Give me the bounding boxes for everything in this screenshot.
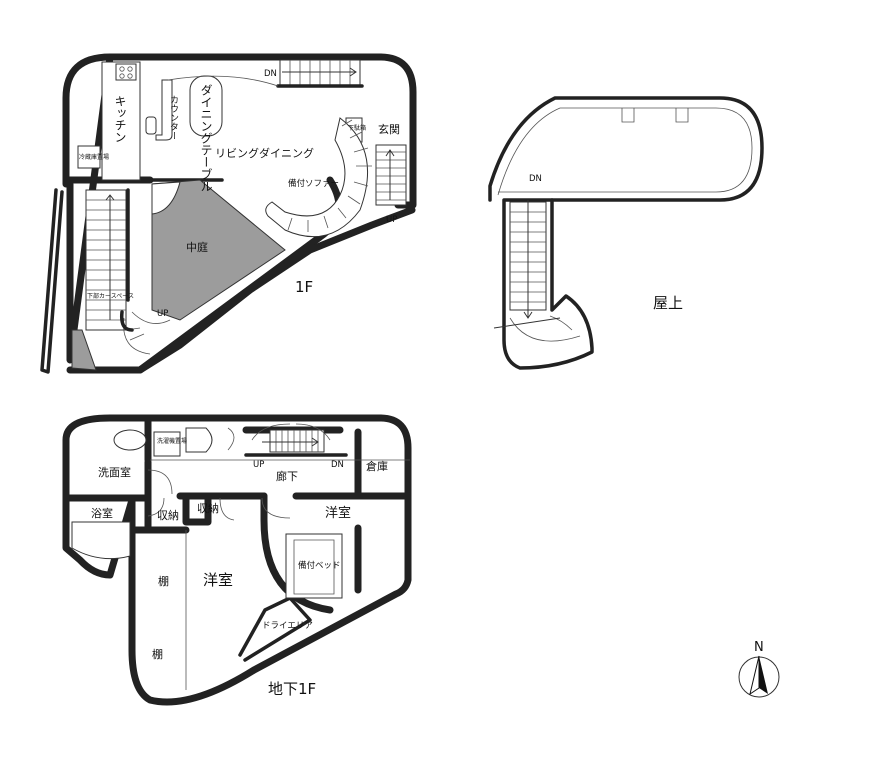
washer-label: 洗濯機置場 bbox=[157, 437, 187, 445]
washroom-label: 洗面室 bbox=[98, 465, 131, 479]
courtyard-stair bbox=[123, 311, 171, 355]
rooftop-outer-wall bbox=[488, 96, 764, 202]
entrance-stair bbox=[375, 144, 407, 206]
courtyard bbox=[151, 179, 286, 321]
rooftop-label: 屋上 bbox=[653, 294, 683, 312]
basement-outer-wall bbox=[62, 414, 412, 706]
carport-edge bbox=[40, 188, 64, 374]
bed-label: 備付ベッド bbox=[298, 560, 341, 571]
basement-up-mark: UP bbox=[253, 460, 264, 470]
shelf-b-label: 棚 bbox=[152, 647, 163, 661]
first-dn-mark: DN bbox=[264, 69, 277, 79]
bathroom-label: 浴室 bbox=[91, 506, 113, 520]
courtyard-label: 中庭 bbox=[186, 240, 208, 254]
bathtub bbox=[71, 521, 131, 560]
under-carport-label: 下部カースペース bbox=[87, 292, 134, 300]
rooftop-plan: DN 屋上 bbox=[488, 96, 764, 370]
western-room-main-label: 洋室 bbox=[203, 571, 233, 589]
rooftop-dn-mark: DN bbox=[529, 174, 542, 184]
bar-counter bbox=[155, 79, 173, 141]
sofa-label: 備付ソファー bbox=[288, 178, 339, 189]
entrance-label: 玄関 bbox=[378, 122, 400, 136]
living-dining-label: リビングダイニング bbox=[215, 146, 314, 160]
shoe-box-label: 下駄箱 bbox=[348, 124, 366, 132]
fridge-label: 冷蔵庫置場 bbox=[79, 153, 109, 161]
basement-stair bbox=[269, 429, 325, 453]
storage-b-label: 収納 bbox=[197, 502, 219, 515]
shelf-a-label: 棚 bbox=[158, 574, 169, 588]
basement-floor-label: 地下1F bbox=[268, 680, 316, 698]
fridge-space bbox=[77, 145, 101, 169]
built-in-sofa bbox=[265, 117, 369, 238]
first-floor-plan: キッチン カウンター ダイニングテーブル リビングダイニング 玄関 下駄箱 冷蔵… bbox=[40, 53, 417, 374]
dining-table-label: ダイニングテーブル bbox=[199, 84, 213, 192]
built-in-bed bbox=[285, 533, 343, 599]
north-label: N bbox=[754, 640, 764, 655]
kitchen-label: キッチン bbox=[113, 95, 127, 143]
washbasin bbox=[113, 429, 147, 451]
toilet bbox=[185, 427, 213, 453]
dry-area-label: ドライエリア bbox=[262, 621, 313, 631]
basement-plan: 洗面室 浴室 収納 収納 洗濯機置場 洋室 洋室 棚 棚 備付ベッド ドライエリ… bbox=[62, 414, 412, 706]
counter-label: カウンター bbox=[168, 95, 179, 140]
entrance-up-mark: UP bbox=[386, 215, 397, 225]
kitchen-counter bbox=[101, 61, 141, 181]
court-up-mark: UP bbox=[157, 309, 168, 319]
storage-a-label: 収納 bbox=[157, 509, 179, 522]
first-floor-label: 1F bbox=[295, 278, 313, 296]
washer-space bbox=[153, 431, 181, 457]
warehouse-label: 倉庫 bbox=[366, 459, 388, 473]
north-arrow-icon: N bbox=[738, 640, 780, 698]
hallway-label: 廊下 bbox=[276, 469, 298, 483]
basement-dn-mark: DN bbox=[331, 460, 344, 470]
western-room-east-label: 洋室 bbox=[325, 505, 351, 521]
